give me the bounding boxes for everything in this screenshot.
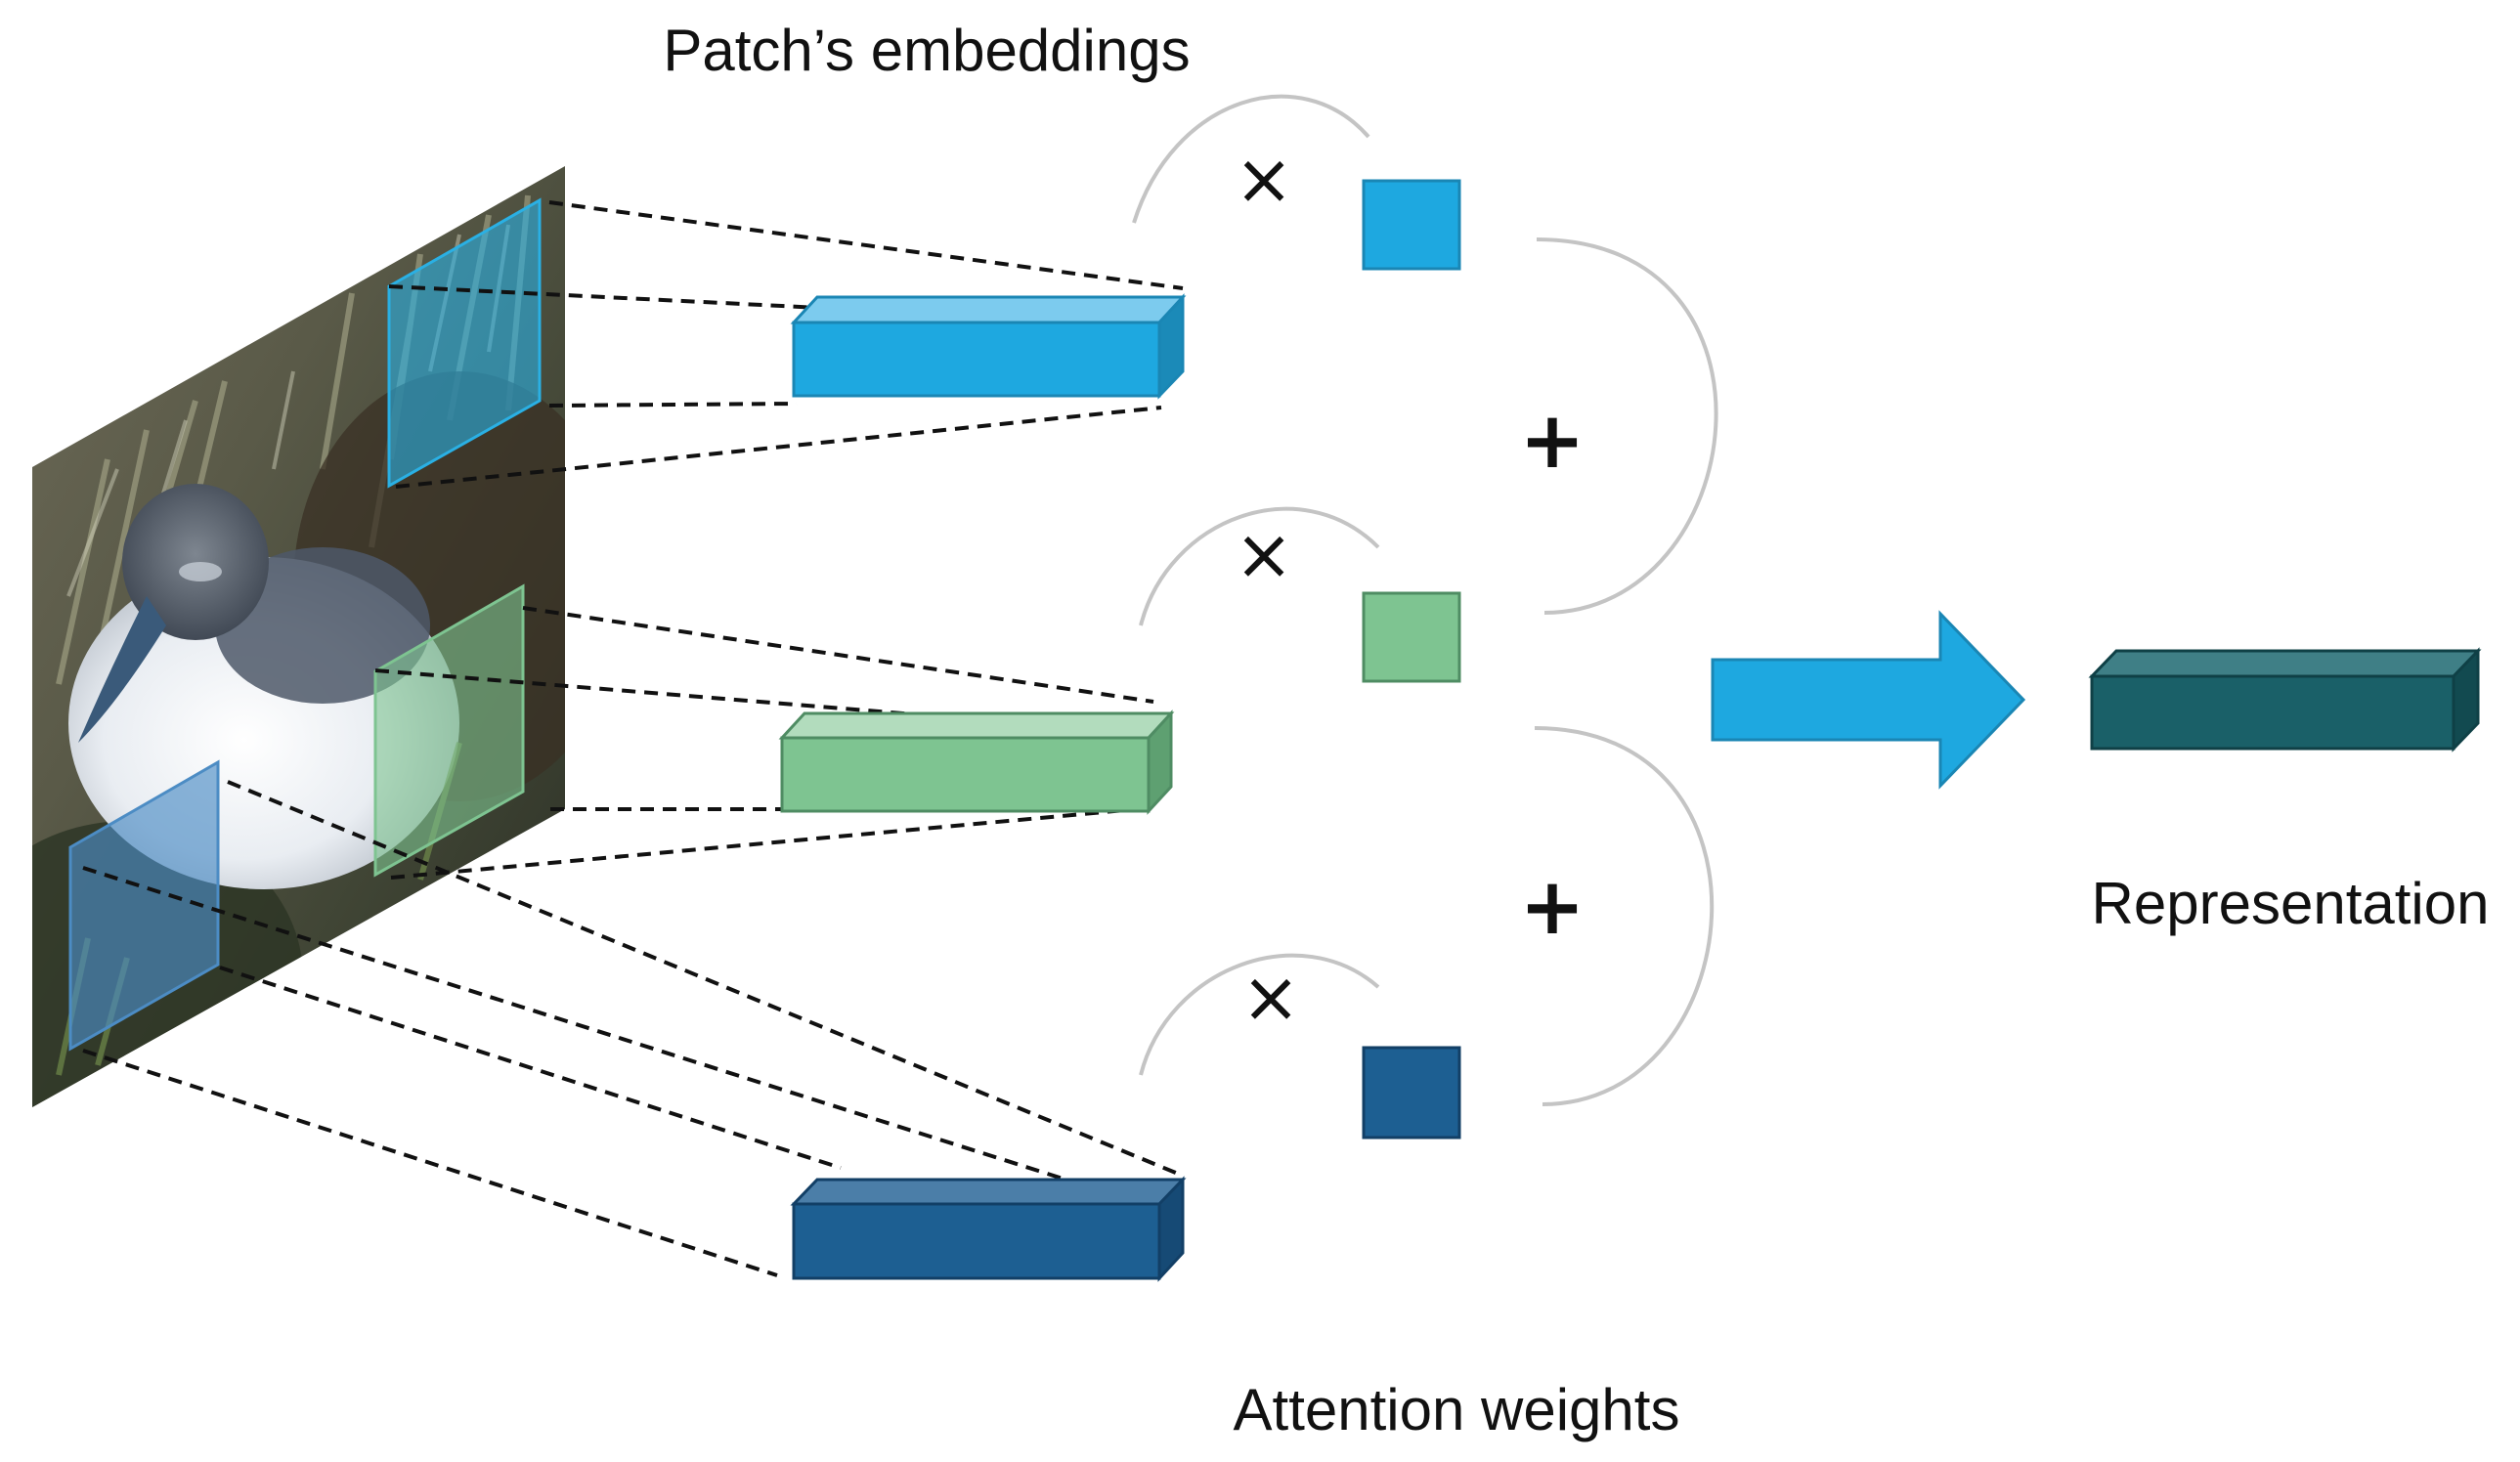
multiply-operator-top: × — [1235, 138, 1293, 220]
attention-weight-bottom — [1362, 1046, 1461, 1140]
plus-operator-bottom: + — [1519, 861, 1585, 952]
multiply-operator-bottom: × — [1241, 956, 1300, 1038]
representation-bar — [2088, 647, 2482, 752]
patch-region-top — [387, 197, 542, 489]
embedding-bar-bottom — [790, 1176, 1187, 1282]
representation-label: Representation — [2092, 871, 2490, 936]
attention-weight-top — [1362, 179, 1461, 271]
sum-arcs — [1534, 237, 1718, 1106]
patch-region-bottom — [68, 759, 220, 1052]
multiply-operator-middle: × — [1235, 513, 1293, 595]
multiply-arcs — [1132, 94, 1380, 1076]
attention-weight-middle — [1362, 591, 1461, 683]
projection-lines — [82, 200, 1184, 1277]
arrow-right-icon — [1711, 610, 2026, 790]
bird-photo-panel — [32, 166, 565, 1107]
patch-region-middle — [373, 583, 525, 878]
plus-operator-top: + — [1519, 395, 1585, 486]
attention-weights-label: Attention weights — [1234, 1377, 1680, 1442]
patch-embeddings-label: Patch’s embeddings — [663, 18, 1190, 83]
embedding-bar-top — [790, 293, 1187, 400]
embedding-bar-middle — [778, 710, 1175, 815]
